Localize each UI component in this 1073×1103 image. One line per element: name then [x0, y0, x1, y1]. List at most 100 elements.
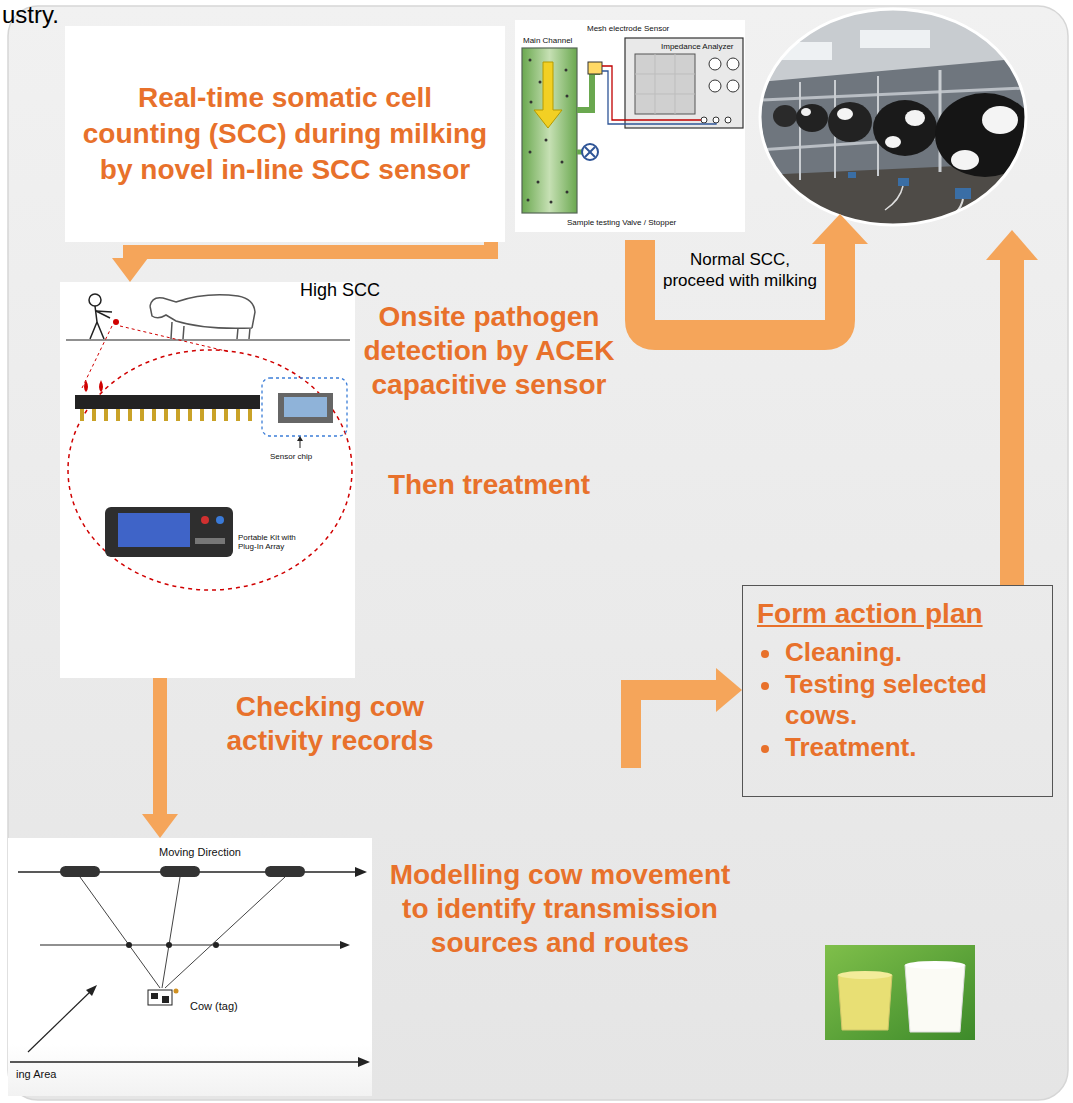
impedance-sensor-illustration — [565, 69, 568, 72]
impedance-sensor-illustration — [713, 117, 719, 123]
impedance-sensor-illustration — [709, 58, 721, 70]
figure-label: Impedance Analyzer — [661, 42, 751, 51]
impedance-sensor-illustration — [566, 191, 569, 194]
movement-model-illustration — [60, 866, 100, 877]
flow-arrow — [631, 690, 718, 768]
movement-model-illustration — [355, 867, 367, 877]
step-heading: Checking cow activity records — [200, 690, 460, 758]
movement-model-illustration — [40, 944, 340, 945]
pathogen-kit-illustration — [84, 380, 88, 392]
milking-parlour-photo — [885, 136, 901, 148]
sensor-figure-panel: Main ChannelMesh electrode SensorImpedan… — [515, 20, 745, 232]
impedance-sensor-illustration — [675, 54, 676, 114]
bullet-text: Cleaning. — [785, 637, 902, 669]
pathogen-kit-illustration — [278, 393, 333, 423]
pathogen-kit-illustration — [99, 380, 103, 392]
movement-model-illustration — [10, 1061, 358, 1063]
movement-model-illustration — [8, 838, 372, 1096]
pathogen-kit-illustration — [150, 295, 255, 339]
figure-label: Sensor chip — [270, 452, 340, 461]
milking-parlour-photo — [898, 178, 909, 186]
pathogen-kit-illustration — [116, 409, 120, 421]
process-box: Real-time somatic cell counting (SCC) du… — [65, 26, 505, 242]
movement-model-illustration — [340, 941, 350, 949]
impedance-sensor-illustration — [534, 62, 562, 128]
pathogen-kit-illustration — [105, 507, 233, 557]
milking-parlour-photo — [885, 186, 903, 210]
flow-arrow-head — [112, 258, 148, 282]
pathogen-kit-illustration — [262, 378, 347, 436]
impedance-sensor-illustration — [522, 48, 577, 213]
movement-model-illustration — [8, 838, 372, 1096]
pathogen-kit-illustration — [68, 350, 352, 590]
milking-parlour-photo — [760, 9, 1035, 226]
milking-parlour-photo — [760, 9, 1026, 226]
impedance-sensor-illustration — [566, 95, 569, 98]
impedance-sensor-illustration — [727, 58, 739, 70]
background-panel — [8, 6, 1068, 1100]
bullet-row: Testing selected cows. — [761, 669, 1038, 732]
pathogen-kit-illustration — [176, 409, 180, 421]
flow-arrow — [986, 230, 1038, 585]
bullet-dot — [761, 682, 769, 690]
pathogen-kit-illustration — [95, 306, 97, 322]
milking-parlour-photo — [760, 9, 1026, 225]
pathogen-kit-illustration — [60, 282, 355, 678]
impedance-sensor-illustration — [515, 20, 745, 232]
movement-model-illustration — [148, 990, 172, 1005]
bullet-text: Treatment. — [785, 732, 917, 764]
impedance-sensor-illustration — [515, 20, 745, 232]
milking-parlour-photo — [905, 110, 925, 126]
impedance-sensor-illustration — [701, 117, 707, 123]
milk-samples-photo — [838, 971, 892, 979]
milking-parlour-photo — [837, 108, 853, 120]
impedance-sensor-illustration — [727, 80, 739, 92]
movement-model-illustration — [174, 989, 179, 994]
flow-arrow — [112, 242, 491, 282]
movement-model-illustration — [165, 877, 285, 988]
impedance-sensor-illustration — [585, 147, 595, 157]
bullet-dot — [761, 745, 769, 753]
flow-arrow — [640, 214, 868, 335]
pathogen-kit-panel: Sensor chipPortable Kit with Plug-In Arr… — [60, 282, 355, 678]
impedance-sensor-illustration — [635, 54, 695, 114]
milk-samples-photo — [825, 945, 975, 1040]
impedance-sensor-illustration — [577, 72, 600, 110]
movement-model-illustration — [213, 942, 219, 948]
impedance-sensor-illustration — [529, 151, 532, 154]
action-plan-box: Form action planCleaning.Testing selecte… — [742, 585, 1053, 797]
box-text: Real-time somatic cell counting (SCC) du… — [75, 80, 495, 187]
pathogen-kit-illustration — [118, 513, 190, 547]
pathogen-kit-illustration — [113, 319, 119, 325]
impedance-sensor-illustration — [530, 101, 533, 104]
flow-arrow-head — [142, 814, 178, 838]
pathogen-kit-illustration — [66, 339, 350, 340]
pathogen-kit-illustration — [248, 409, 252, 421]
flow-arrow — [812, 214, 868, 244]
movement-model-illustration — [166, 942, 172, 948]
flow-arrow — [631, 668, 742, 768]
pathogen-kit-illustration — [236, 409, 240, 421]
figure-label: Portable Kit with Plug-In Array — [238, 533, 304, 551]
impedance-sensor-illustration — [655, 54, 656, 114]
background-panel — [8, 6, 1068, 1100]
milking-parlour-photo — [935, 93, 1035, 177]
figure-label: ing Area — [16, 1068, 86, 1081]
pathogen-kit-illustration — [212, 409, 216, 421]
bullet-row: Cleaning. — [761, 637, 1038, 669]
pathogen-kit-illustration — [195, 538, 225, 544]
arrow-label: Normal SCC, proceed with milking — [658, 250, 822, 291]
milking-parlour-photo — [799, 82, 801, 180]
pathogen-kit-illustration — [97, 322, 104, 339]
pathogen-kit-illustration — [104, 409, 108, 421]
milk-samples-photo — [905, 961, 965, 969]
impedance-sensor-illustration — [582, 144, 598, 160]
movement-model-illustration — [28, 990, 92, 1052]
impedance-sensor-illustration — [709, 80, 721, 92]
milking-parlour-photo — [955, 188, 971, 199]
milking-parlour-photo — [760, 9, 1026, 82]
impedance-sensor-illustration — [537, 181, 540, 184]
impedance-sensor-illustration — [602, 66, 701, 120]
bullet-dot — [761, 650, 769, 658]
